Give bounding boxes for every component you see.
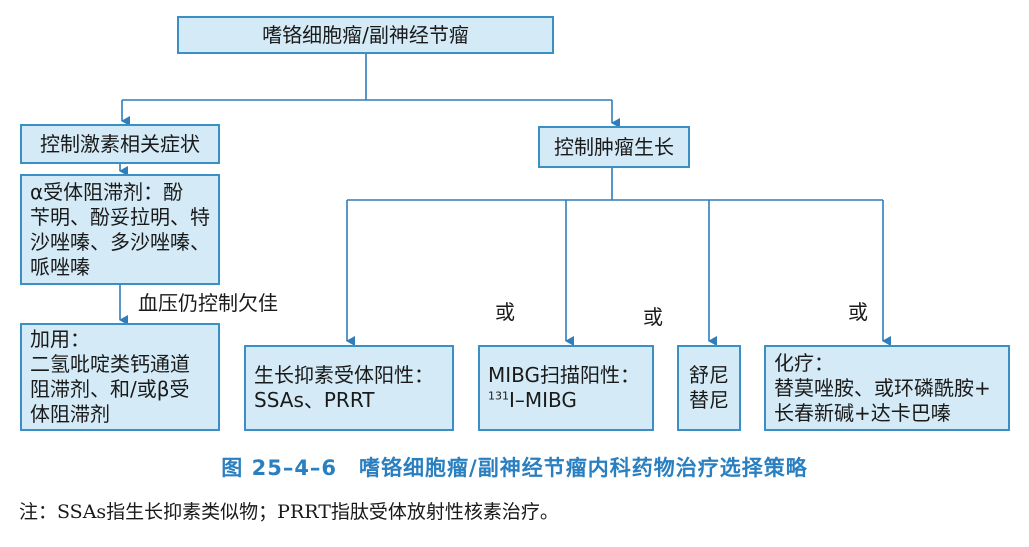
mibg-option-line2: I–MIBG xyxy=(509,388,577,412)
add-on-text: 加用： 二氢吡啶类钙通道 阻滞剂、和/或β受 体阻滞剂 xyxy=(30,327,190,426)
root-label: 嗜铬细胞瘤/副神经节瘤 xyxy=(262,22,469,47)
root-connector xyxy=(122,53,612,101)
alpha-blocker-text: α受体阻滞剂：酚 苄明、酚妥拉明、特 沙唑嗪、多沙唑嗪、 哌唑嗪 xyxy=(30,179,210,279)
footnote: 注：SSAs指生长抑素类似物；PRRT指肽受体放射性核素治疗。 xyxy=(19,501,559,523)
hormone-branch-label: 控制激素相关症状 xyxy=(40,131,200,156)
ssa-option-line2: SSAs、PRRT xyxy=(254,388,375,412)
alpha-blocker-box: α受体阻滞剂：酚 苄明、酚妥拉明、特 沙唑嗪、多沙唑嗪、 哌唑嗪 xyxy=(20,174,220,285)
hormone-branch-box: 控制激素相关症状 xyxy=(20,124,220,164)
figure-caption: 图 25–4–6 嗜铬细胞瘤/副神经节瘤内科药物治疗选择策略 xyxy=(221,456,808,480)
tumor-branch-label: 控制肿瘤生长 xyxy=(554,134,674,159)
root-box: 嗜铬细胞瘤/副神经节瘤 xyxy=(177,16,554,54)
sunitinib-option-box: 舒尼 替尼 xyxy=(677,345,741,431)
mibg-option-line1: MIBG扫描阳性： xyxy=(488,363,641,387)
mibg-option-line2-wrap: 131I–MIBG xyxy=(488,388,644,413)
tumor-branch-box: 控制肿瘤生长 xyxy=(538,126,690,168)
or-label-3: 或 xyxy=(848,300,868,324)
ssa-option-line1: 生长抑素受体阳性： xyxy=(254,363,434,387)
ssa-option-box: 生长抑素受体阳性： SSAs、PRRT xyxy=(244,345,454,431)
or-label-1: 或 xyxy=(495,300,515,324)
chemo-option-text: 化疗： 替莫唑胺、或环磷酰胺+ 长春新碱+达卡巴嗪 xyxy=(774,350,991,425)
or-label-2: 或 xyxy=(643,305,663,329)
mibg-isotope-number: 131 xyxy=(488,389,509,403)
sunitinib-option-text: 舒尼 替尼 xyxy=(689,363,729,412)
chemo-option-box: 化疗： 替莫唑胺、或环磷酰胺+ 长春新碱+达卡巴嗪 xyxy=(764,345,1010,431)
add-on-box: 加用： 二氢吡啶类钙通道 阻滞剂、和/或β受 体阻滞剂 xyxy=(20,323,220,431)
mibg-option-box: MIBG扫描阳性： 131I–MIBG xyxy=(478,345,654,431)
condition-label: 血压仍控制欠佳 xyxy=(138,291,278,315)
tumor-connector xyxy=(347,168,883,201)
